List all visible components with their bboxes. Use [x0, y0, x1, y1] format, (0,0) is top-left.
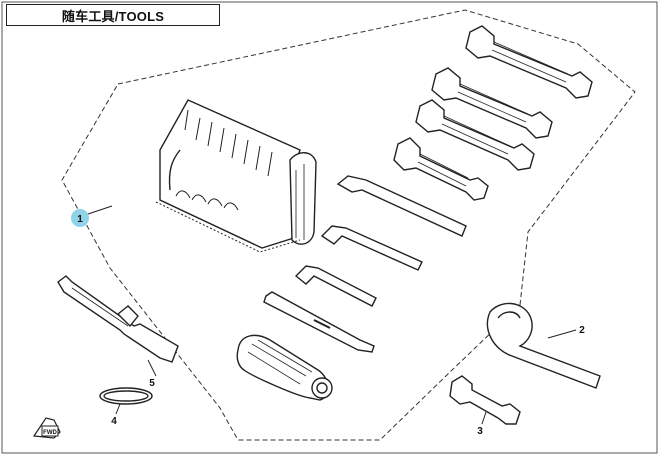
open-end-wrench-4	[393, 137, 489, 201]
fwd-direction-marker: FWD	[32, 417, 61, 439]
diagram-title: 随车工具/TOOLS	[61, 8, 165, 24]
leader-4	[115, 403, 121, 415]
rubber-band	[99, 387, 153, 405]
toolkit-dashed-outline	[61, 9, 636, 441]
fwd-label: FWD	[43, 430, 57, 436]
callout-4: 4	[111, 416, 117, 427]
hex-key-small	[294, 265, 377, 307]
small-open-wrench	[449, 375, 521, 425]
c-spanner-wrench	[486, 302, 601, 389]
hex-key-large	[336, 175, 467, 237]
leader-1	[87, 205, 113, 215]
callout-2: 2	[579, 325, 585, 336]
callout-5: 5	[149, 378, 155, 389]
leader-5	[147, 359, 157, 377]
open-end-wrench-3	[415, 99, 535, 171]
tool-roll-pouch	[155, 99, 317, 253]
open-end-wrench-1	[465, 25, 593, 99]
leader-3	[481, 411, 487, 425]
open-end-wrench-2	[431, 67, 553, 139]
spark-plug-wrench	[57, 275, 179, 363]
hex-key-medium	[320, 225, 423, 271]
screwdriver-bit	[263, 291, 375, 353]
leader-2	[547, 329, 577, 339]
callout-1: 1	[77, 214, 83, 225]
callout-1-highlight	[71, 209, 89, 227]
screwdriver-handle	[236, 334, 333, 401]
title-box: 随车工具/TOOLS	[6, 4, 220, 26]
callout-3: 3	[477, 426, 483, 437]
